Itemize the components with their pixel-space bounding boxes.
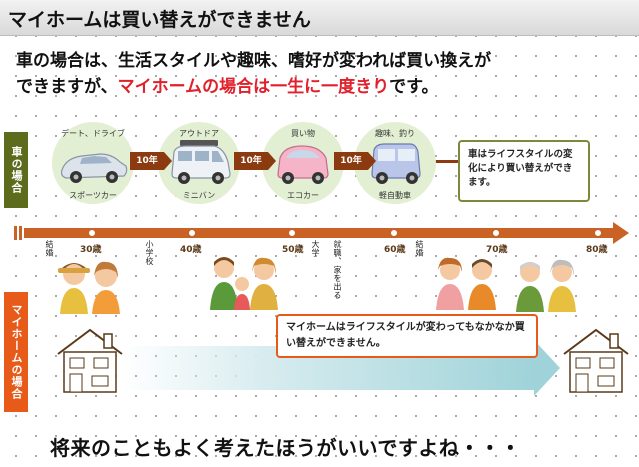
home-note: マイホームはライフスタイルが変わってもなかなか買い替えができません。 [276,314,538,358]
home-case-tab: マイホームの場合 [4,292,28,412]
car-item-kei: 趣味、釣り 軽自動車 [354,122,436,204]
age-label: 30歳 [80,245,102,255]
age-tick [492,229,500,237]
life-event: 就職、家を出る [333,240,342,300]
car-item-top-label: デート、ドライブ [61,129,125,138]
car-item-bottom-label: エコカー [287,191,319,200]
age-tick [88,229,96,237]
timeline-bar [24,228,614,238]
interval-badge: 10年 [130,152,172,170]
intro-line-1: 車の場合は、生活スタイルや趣味、嗜好が変われば買い換えが [16,51,492,71]
age-label: 50歳 [282,245,304,255]
timeline-arrowhead [613,222,629,244]
timeline-stripe [19,226,22,240]
house-left-icon [57,328,123,393]
intro-line-2: できますが、マイホームの場合は一生に一度きりです。 [16,74,616,100]
eco-car-icon [277,145,329,184]
car-item-minivan: アウトドア ミニバン [158,122,240,204]
age-label: 60歳 [384,245,406,255]
car-item-top-label: アウトドア [179,129,219,138]
car-item-bottom-label: ミニバン [182,191,216,200]
elderly-couple-illustration [516,259,576,312]
age-timeline [14,222,629,244]
minivan-icon [171,140,231,184]
home-arrow-head [534,340,560,396]
closing-remark: 将来のこともよく考えたほうがいいですよね・・・ [50,436,521,460]
car-item-bottom-label: 軽自動車 [379,191,411,200]
age-tick [594,229,602,237]
family-illustration [210,257,278,310]
car-case-tab: 車の場合 [4,132,28,208]
intro-text: 車の場合は、生活スタイルや趣味、嗜好が変われば買い換えが できますが、マイホーム… [16,48,616,100]
car-item-top-label: 買い物 [291,129,315,138]
intro-line-2-suffix: です。 [389,77,439,97]
age-label: 70歳 [486,245,508,255]
interval-badge: 10年 [234,152,276,170]
middle-aged-couple-illustration [436,257,496,310]
kei-car-icon [371,143,421,184]
age-tick [188,229,196,237]
life-event: 結婚 [415,240,424,257]
age-label: 40歳 [180,245,202,255]
title-bar: マイホームは買い替えができません [0,0,639,36]
timeline-stripe [14,226,17,240]
age-label: 80歳 [586,245,608,255]
life-event: 大学 [311,240,320,257]
car-item-sports: デート、ドライブ スポーツカー [52,122,134,204]
age-tick [288,229,296,237]
life-event: 小学校 [145,240,154,266]
intro-line-2-highlight: マイホームの場合は一生に一度きり [117,77,390,97]
young-couple-illustration [58,261,120,314]
car-item-top-label: 趣味、釣り [375,129,415,138]
page-title: マイホームは買い替えができません [8,9,311,31]
house-right-icon [563,328,629,393]
intro-line-2-prefix: できますが、 [16,77,118,97]
interval-badge: 10年 [334,152,376,170]
car-item-bottom-label: スポーツカー [69,191,117,200]
car-note: 車はライフスタイルの変化により買い替えができます。 [458,140,590,202]
sports-car-icon [60,153,128,183]
life-event: 結婚 [45,240,54,257]
age-tick [390,229,398,237]
